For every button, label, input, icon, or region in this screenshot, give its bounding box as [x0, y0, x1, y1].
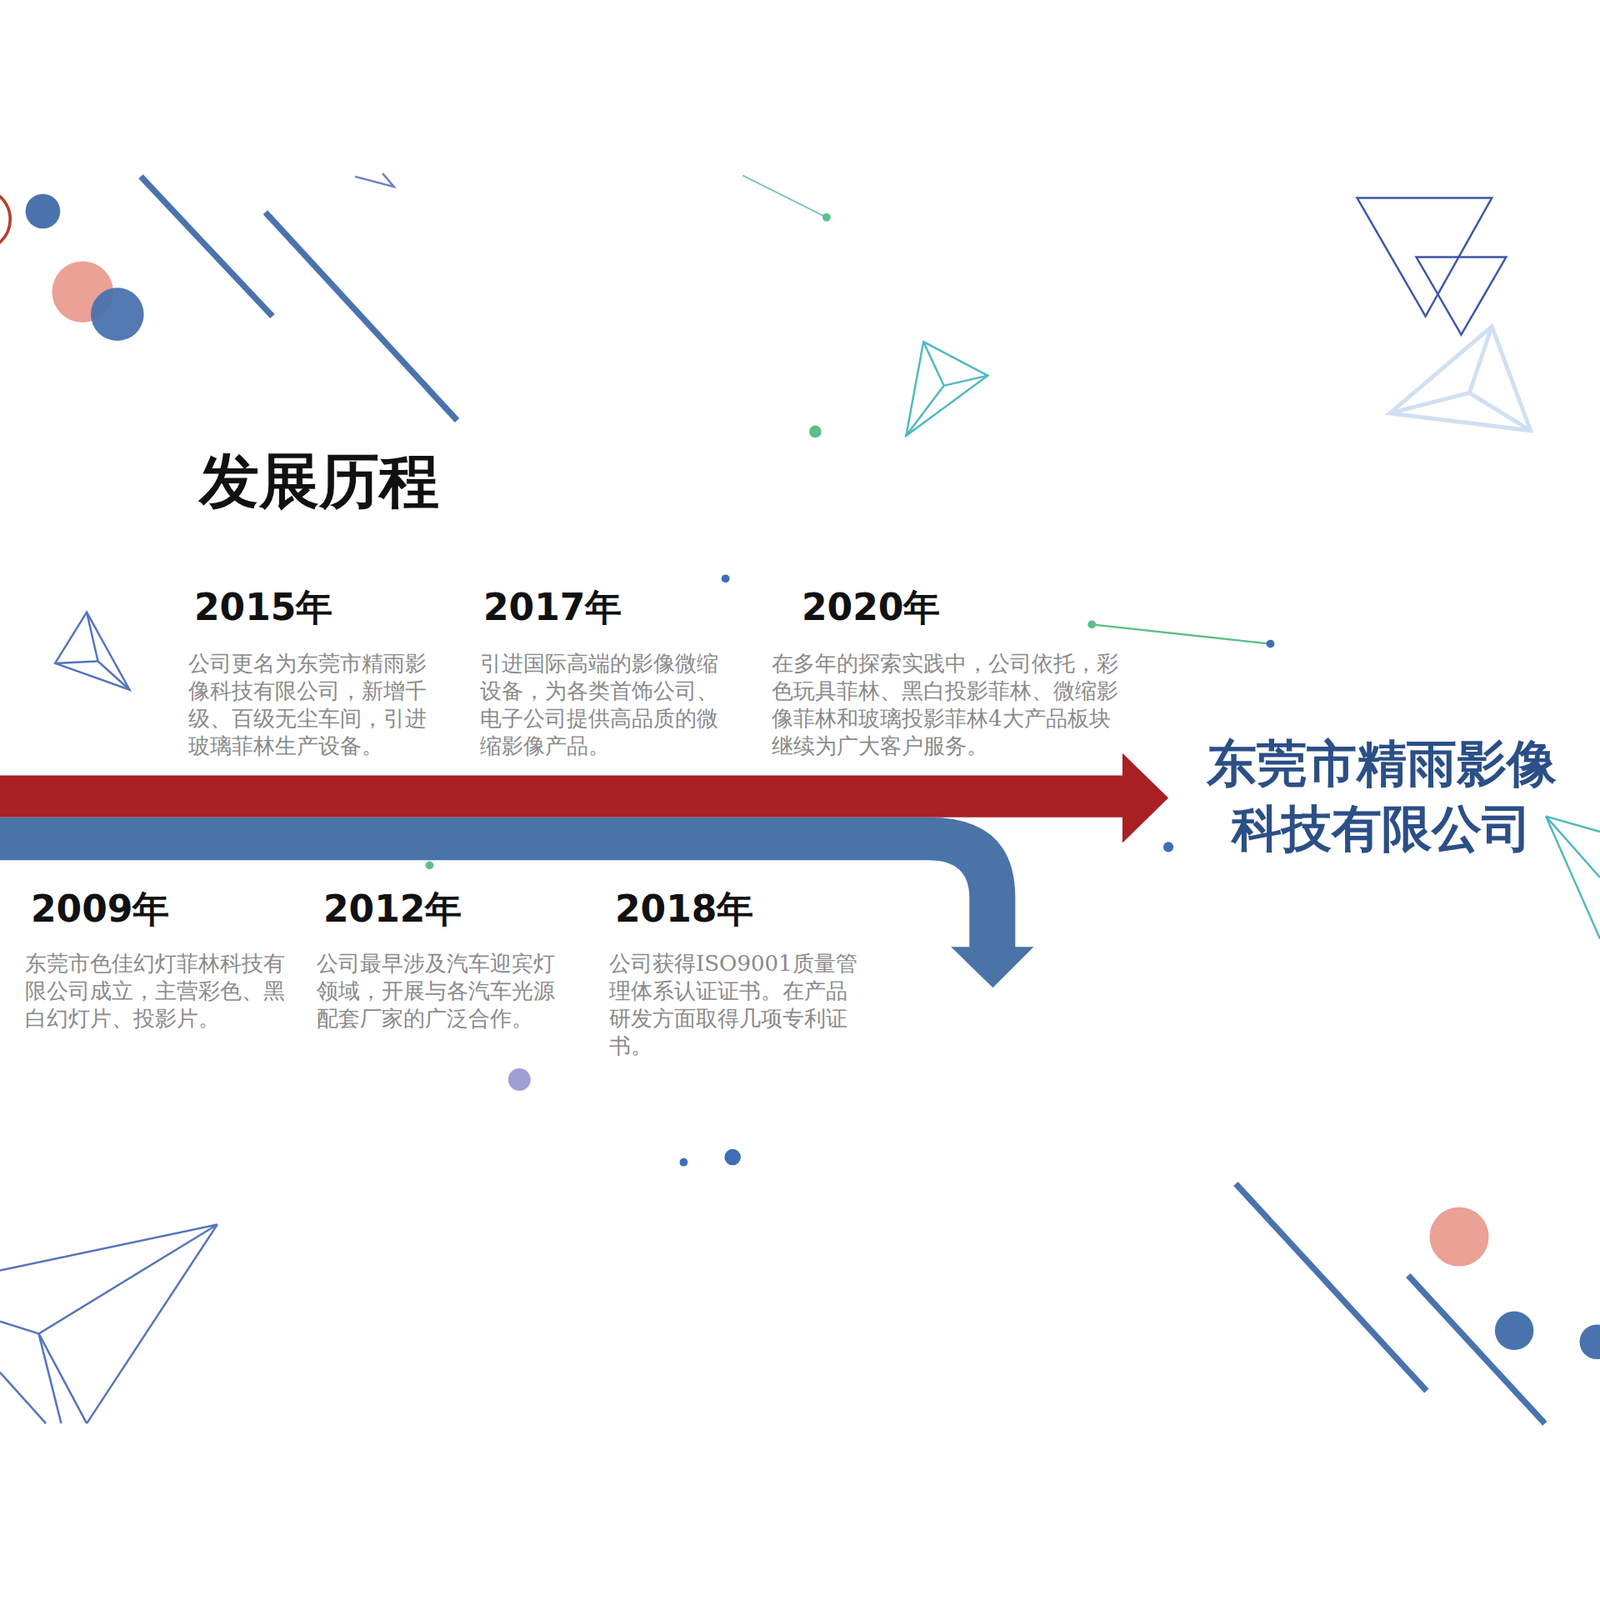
company-name: 东莞市精雨影像 科技有限公司 [1173, 730, 1590, 861]
year-label: 2009年 [30, 885, 170, 935]
year-label: 2020年 [801, 583, 940, 633]
milestone-text: 引进国际高端的影像微缩设备，为各类首饰公司、电子公司提供高品质的微缩影像产品。 [480, 650, 722, 760]
year-label: 2018年 [615, 885, 754, 935]
year-label: 2015年 [194, 583, 333, 633]
milestone-text: 公司最早涉及汽车迎宾灯领域，开展与各汽车光源配套厂家的广泛合作。 [316, 950, 559, 1033]
year-label: 2012年 [323, 885, 462, 935]
milestone-text: 公司获得ISO9001质量管理体系认证证书。在产品研发方面取得几项专利证书。 [609, 950, 860, 1060]
year-label: 2017年 [483, 583, 622, 633]
milestone-text: 东莞市色佳幻灯菲林科技有限公司成立，主营彩色、黑白幻灯片、投影片。 [25, 950, 292, 1033]
section-title: 发展历程 [199, 441, 440, 522]
milestone-text: 在多年的探索实践中，公司依托，彩色玩具菲林、黑白投影菲林、微缩影像菲林和玻璃投影… [771, 650, 1127, 760]
milestone-text: 公司更名为东莞市精雨影像科技有限公司，新增千级、百级无尘车间，引进玻璃菲林生产设… [188, 650, 430, 760]
